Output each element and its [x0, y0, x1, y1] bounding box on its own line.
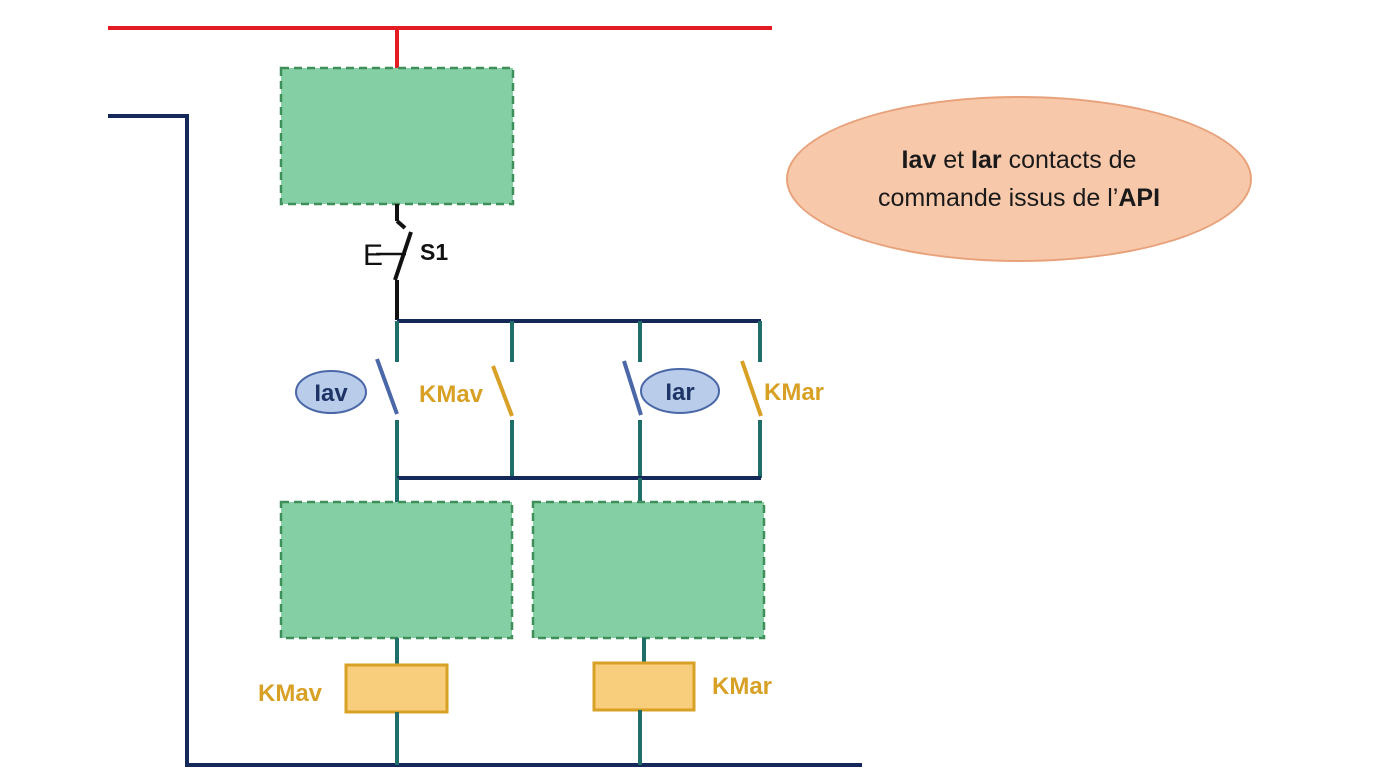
note-callout: Iav et Iar contacts de commande issus de…: [786, 96, 1252, 262]
s1-label: S1: [420, 239, 448, 265]
s1-actuator-symbol: E: [363, 239, 383, 272]
interlock-block-left: [279, 500, 514, 640]
iar-contact-label: Iar: [665, 379, 694, 406]
kmar-contact-blade: [740, 360, 763, 417]
coil-kmav-label: KMav: [258, 680, 323, 707]
interlock-block-right: [531, 500, 766, 640]
neutral-line: [108, 114, 862, 767]
iar-api-badge: [640, 368, 720, 414]
kmar-contact-label: KMar: [764, 379, 824, 406]
note-text-2: contacts de commande issus de l’: [877, 146, 1137, 212]
note-word-iav: Iav: [901, 146, 937, 174]
coil-kmar: [592, 661, 696, 712]
note-word-iar: Iar: [971, 146, 1002, 174]
iav-contact-blade: [375, 358, 399, 415]
note-text: Iav et Iar contacts de commande issus de…: [854, 141, 1184, 217]
note-text-1: et: [936, 146, 972, 174]
protection-block-top: [279, 66, 515, 206]
coil-kmar-label: KMar: [712, 673, 772, 700]
note-word-api: API: [1118, 184, 1161, 212]
coil-kmav: [344, 663, 449, 714]
kmav-contact-blade: [491, 365, 514, 417]
iav-contact-label: Iav: [314, 380, 348, 407]
s1-contact-blade: [393, 231, 413, 281]
kmav-contact-label: KMav: [419, 381, 484, 408]
s1-wire-hook: [395, 219, 407, 230]
iav-api-badge: [295, 370, 367, 414]
iar-contact-blade: [622, 360, 643, 416]
